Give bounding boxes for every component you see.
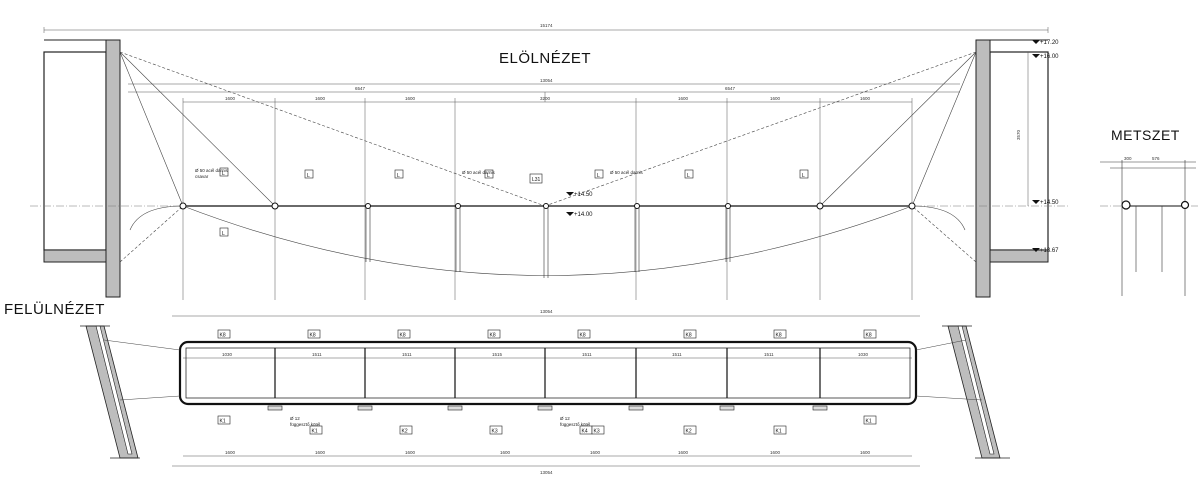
front-cables <box>119 51 977 276</box>
tag-k8-6: K8 <box>686 333 692 339</box>
tag-l-8: L <box>222 231 225 237</box>
level-markers <box>566 40 1040 252</box>
plan-inner-6: 1511 <box>672 352 682 357</box>
tag-l-6: L <box>687 173 690 179</box>
plan-dimension-lines <box>172 315 920 467</box>
front-tags <box>219 167 809 237</box>
front-hangers <box>365 206 731 278</box>
tag-k1-1: K1 <box>220 419 226 425</box>
tag-l-2: L <box>307 173 310 179</box>
tag-k1-2: K1 <box>312 429 318 435</box>
plan-tags-top <box>217 329 877 339</box>
plan-left-wall <box>80 325 140 459</box>
tag-l-3: L <box>397 173 400 179</box>
section-view <box>1100 160 1198 296</box>
plan-inner-8: 1030 <box>858 352 869 357</box>
plan-panel-1: 1600 <box>225 450 236 455</box>
section-dim-2: 576 <box>1152 156 1160 161</box>
note-rod-2: Ø 50 acél darnis <box>462 170 496 175</box>
tag-k2-2: K2 <box>686 429 692 435</box>
tag-k2-1: K2 <box>402 429 408 435</box>
level-top-2: +16.00 <box>1040 54 1059 60</box>
tag-k1-3: K1 <box>776 429 782 435</box>
front-view-title: ELÖLNÉZET <box>499 50 592 67</box>
note-tie-1b: függesztő kötél <box>290 422 320 427</box>
level-center-a: +14.50 <box>574 192 593 198</box>
tag-k4: K4 <box>582 429 588 435</box>
tag-k8-2: K8 <box>310 333 316 339</box>
note-tie-1: Ø 12 <box>290 416 300 421</box>
plan-frame <box>178 340 918 406</box>
plan-panel-7: 1600 <box>770 450 781 455</box>
level-mid-right: +14.50 <box>1040 200 1059 206</box>
dim-panel-1: 1600 <box>225 96 236 101</box>
tag-k3-1: K3 <box>492 429 498 435</box>
front-nodes <box>179 202 916 210</box>
plan-dim-bottom: 13054 <box>540 470 553 475</box>
plan-panel-6: 1600 <box>678 450 689 455</box>
plan-cross-members <box>274 348 821 398</box>
dim-half-left: 6547 <box>355 86 366 91</box>
tag-k8-4: K8 <box>490 333 496 339</box>
note-rod-1b: csavar <box>195 174 209 179</box>
top-view-title: FELÜLNÉZET <box>4 301 105 318</box>
section-nodes <box>1121 200 1190 210</box>
plan-dim-top: 13054 <box>540 309 553 314</box>
dim-panel-4: 3200 <box>540 96 551 101</box>
section-title: METSZET <box>1111 127 1180 143</box>
plan-supports <box>267 405 828 411</box>
plan-tags-bottom <box>217 415 877 435</box>
note-tie-2: Ø 12 <box>560 416 570 421</box>
plan-inner-3: 1511 <box>402 352 412 357</box>
tag-l-4: L <box>487 173 490 179</box>
dim-panel-3: 1600 <box>405 96 416 101</box>
plan-panel-3: 1600 <box>405 450 416 455</box>
section-dim-1: 300 <box>1124 156 1132 161</box>
tag-k3-2: K3 <box>594 429 600 435</box>
dim-half-right: 6547 <box>725 86 736 91</box>
front-right-wall <box>975 39 1049 298</box>
plan-inner-1: 1030 <box>222 352 233 357</box>
plan-right-wall <box>942 325 1010 459</box>
level-top-1: +17.20 <box>1040 40 1059 46</box>
plan-inner-5: 1511 <box>582 352 592 357</box>
plan-wall-ties <box>103 339 983 401</box>
note-rod-1: Ø 50 acél darnis <box>195 168 229 173</box>
tag-l-1: L <box>222 171 225 177</box>
dim-overall-top: 15174 <box>540 23 553 28</box>
tag-k1-4: K1 <box>866 419 872 425</box>
dim-panel-7: 1600 <box>860 96 871 101</box>
plan-inner-2: 1511 <box>312 352 322 357</box>
front-left-wall <box>43 39 121 298</box>
level-bottom-right: +13.67 <box>1040 248 1059 254</box>
plan-panel-4: 1600 <box>500 450 511 455</box>
tag-k8-3: K8 <box>400 333 406 339</box>
front-dimension-lines <box>43 27 1049 300</box>
plan-panel-5: 1600 <box>590 450 601 455</box>
tag-l-7: L <box>802 173 805 179</box>
plan-inner-7: 1511 <box>764 352 774 357</box>
dim-panel-5: 1600 <box>678 96 689 101</box>
note-rod-3: Ø 50 acél darnis <box>610 170 644 175</box>
tag-k8-1: K8 <box>220 333 226 339</box>
tag-l-5: L <box>597 173 600 179</box>
tag-k8-7: K8 <box>776 333 782 339</box>
plan-panel-2: 1600 <box>315 450 326 455</box>
dim-height-right: 3570 <box>1016 129 1021 140</box>
dim-panel-6: 1600 <box>770 96 781 101</box>
dim-panel-2: 1600 <box>315 96 326 101</box>
tag-k8-8: K8 <box>866 333 872 339</box>
tag-l31: L31 <box>532 177 541 183</box>
tag-k8-5: K8 <box>580 333 586 339</box>
dim-inner-top: 13054 <box>540 78 553 83</box>
plan-panel-8: 1600 <box>860 450 871 455</box>
plan-inner-4: 1515 <box>492 352 503 357</box>
note-tie-2b: függesztő kötél <box>560 422 590 427</box>
level-center-b: +14.00 <box>574 212 593 218</box>
